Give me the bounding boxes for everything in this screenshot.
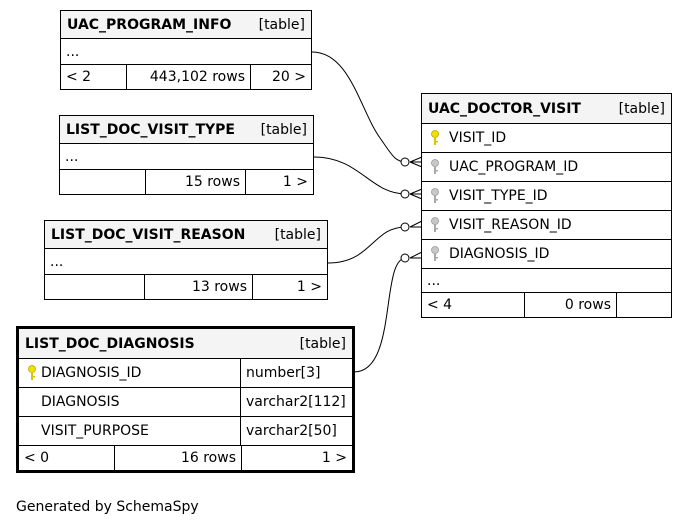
child-count[interactable]: 1 >	[282, 174, 308, 190]
table-header: LIST_DOC_DIAGNOSIS [table]	[19, 329, 352, 359]
parent-count[interactable]: < 0	[19, 446, 115, 470]
column-name: VISIT_ID	[449, 130, 507, 146]
row-count: 13 rows	[145, 275, 253, 299]
table-header: UAC_PROGRAM_INFO [table]	[61, 11, 311, 39]
table-header: UAC_DOCTOR_VISIT [table]	[422, 94, 671, 124]
table-list-doc-visit-reason[interactable]: LIST_DOC_VISIT_REASON [table] ... 13 row…	[44, 220, 328, 300]
optional-marker	[400, 157, 410, 167]
ellipsis: ...	[65, 148, 79, 165]
table-name[interactable]: LIST_DOC_DIAGNOSIS	[25, 335, 195, 352]
foreign-key-icon	[422, 217, 444, 233]
optional-marker	[400, 253, 410, 263]
parent-count[interactable]: < 4	[422, 293, 525, 317]
parent-count	[60, 170, 146, 194]
table-kind: [table]	[258, 16, 305, 33]
optional-marker	[400, 189, 410, 199]
ellipsis-row: ...	[422, 269, 671, 293]
row-count: 15 rows	[146, 170, 246, 194]
table-footer: 15 rows 1 >	[60, 170, 313, 194]
relationship-line-program	[311, 51, 407, 163]
column-row[interactable]: DIAGNOSIS_ID	[422, 240, 671, 269]
foreign-key-icon	[422, 246, 444, 262]
child-count[interactable]: 20 >	[272, 69, 306, 85]
table-name[interactable]: UAC_PROGRAM_INFO	[67, 16, 232, 33]
column-name-cell: DIAGNOSIS	[19, 388, 241, 416]
generated-by-label: Generated by SchemaSpy	[16, 499, 199, 515]
column-name: DIAGNOSIS_ID	[41, 365, 142, 381]
row-count: 0 rows	[525, 293, 617, 317]
table-list-doc-diagnosis[interactable]: LIST_DOC_DIAGNOSIS [table] DIAGNOSIS_ID …	[16, 326, 355, 473]
table-uac-doctor-visit[interactable]: UAC_DOCTOR_VISIT [table] VISIT_ID UAC_PR…	[421, 93, 672, 318]
table-name[interactable]: LIST_DOC_VISIT_TYPE	[66, 121, 235, 138]
column-type: number[3]	[246, 365, 321, 381]
table-header: LIST_DOC_VISIT_TYPE [table]	[60, 116, 313, 144]
table-header: LIST_DOC_VISIT_REASON [table]	[45, 221, 327, 249]
table-footer: 13 rows 1 >	[45, 275, 327, 299]
ellipsis-row: ...	[61, 39, 311, 65]
column-row[interactable]: VISIT_REASON_ID	[422, 211, 671, 240]
child-count[interactable]: 1 >	[296, 279, 322, 295]
table-kind: [table]	[618, 100, 665, 117]
ellipsis: ...	[427, 272, 441, 289]
ellipsis: ...	[50, 253, 64, 270]
child-count[interactable]: 1 >	[321, 450, 347, 466]
parent-count	[45, 275, 145, 299]
column-name: VISIT_TYPE_ID	[449, 188, 548, 204]
foreign-key-icon	[422, 188, 444, 204]
column-name-cell: VISIT_PURPOSE	[19, 417, 241, 445]
ellipsis-row: ...	[45, 249, 327, 275]
column-row[interactable]: VISIT_PURPOSE varchar2[50]	[19, 417, 352, 446]
table-list-doc-visit-type[interactable]: LIST_DOC_VISIT_TYPE [table] ... 15 rows …	[59, 115, 314, 195]
column-row[interactable]: VISIT_TYPE_ID	[422, 182, 671, 211]
child-count	[617, 293, 671, 317]
column-row[interactable]: UAC_PROGRAM_ID	[422, 153, 671, 182]
ellipsis: ...	[66, 43, 80, 60]
column-row[interactable]: VISIT_ID	[422, 124, 671, 153]
column-name-cell: DIAGNOSIS_ID	[19, 359, 241, 387]
primary-key-icon	[19, 365, 41, 381]
column-name: VISIT_PURPOSE	[41, 423, 149, 439]
table-footer: < 2 443,102 rows 20 >	[61, 65, 311, 89]
relationship-line-visit-type	[313, 156, 407, 195]
table-name[interactable]: LIST_DOC_VISIT_REASON	[51, 226, 246, 243]
ellipsis-row: ...	[60, 144, 313, 170]
relationship-line-diagnosis	[353, 257, 407, 373]
table-footer: < 4 0 rows	[422, 293, 671, 317]
column-name: UAC_PROGRAM_ID	[449, 159, 579, 175]
table-uac-program-info[interactable]: UAC_PROGRAM_INFO [table] ... < 2 443,102…	[60, 10, 312, 90]
table-kind: [table]	[260, 121, 307, 138]
table-kind: [table]	[299, 335, 346, 352]
parent-count[interactable]: < 2	[61, 65, 127, 89]
table-footer: < 0 16 rows 1 >	[19, 446, 352, 470]
column-row[interactable]: DIAGNOSIS_ID number[3]	[19, 359, 352, 388]
optional-marker	[400, 222, 410, 232]
table-kind: [table]	[274, 226, 321, 243]
column-type: varchar2[50]	[246, 423, 337, 439]
primary-key-icon	[422, 130, 444, 146]
column-name: DIAGNOSIS	[41, 394, 120, 410]
column-name: DIAGNOSIS_ID	[449, 246, 550, 262]
column-row[interactable]: DIAGNOSIS varchar2[112]	[19, 388, 352, 417]
column-type: varchar2[112]	[246, 394, 346, 410]
row-count: 443,102 rows	[127, 65, 251, 89]
row-count: 16 rows	[115, 446, 242, 470]
relationship-line-visit-reason	[327, 226, 407, 264]
table-name[interactable]: UAC_DOCTOR_VISIT	[428, 100, 581, 117]
foreign-key-icon	[422, 159, 444, 175]
column-name: VISIT_REASON_ID	[449, 217, 572, 233]
